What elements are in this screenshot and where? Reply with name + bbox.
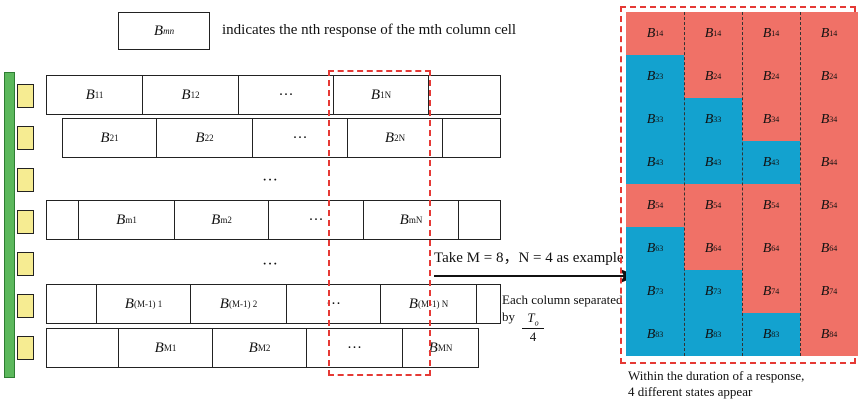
response-cell: B(M-1) 2 [190,284,287,324]
cell-marker-6 [17,294,34,318]
cell-marker-2 [17,126,34,150]
empty-cell [46,200,79,240]
empty-cell [458,200,501,240]
separated-line-1: Each column separated [502,292,623,307]
column-separator [800,12,801,356]
cell-marker-1 [17,84,34,108]
empty-cell [442,118,501,158]
cell-marker-5 [17,252,34,276]
ellipsis-cell: ··· [286,284,381,324]
fraction: To 4 [522,310,544,345]
response-cell: B(M-1) 1 [96,284,191,324]
arrow-icon [434,269,638,283]
vertical-dots-2: ··· [262,256,278,273]
empty-cell [428,75,501,115]
column-separator [742,12,743,356]
caption-line-2: 4 different states appear [628,384,753,399]
column-separator [684,12,685,356]
empty-cell [46,328,119,368]
caption-line-1: Within the duration of a response, [628,368,805,383]
vertical-dots-1: ··· [262,172,278,189]
response-cell: B(M-1) N [380,284,477,324]
legend-symbol: B [153,22,164,39]
ellipsis-cell: ··· [306,328,403,368]
empty-cell [476,284,501,324]
legend-sub: mn [163,26,175,36]
selected-column-outline [328,70,431,376]
column-cell-bar [4,72,15,378]
cell-marker-7 [17,336,34,360]
ellipsis-cell: ··· [238,75,334,115]
empty-cell [46,284,97,324]
cell-marker-3 [17,168,34,192]
ellipsis-cell: ··· [268,200,364,240]
example-label: Take M = 8，N = 4 as example [434,250,624,266]
separated-line-2: by [502,309,515,324]
cell-marker-4 [17,210,34,234]
legend-text: indicates the nth response of the mth co… [222,22,517,38]
